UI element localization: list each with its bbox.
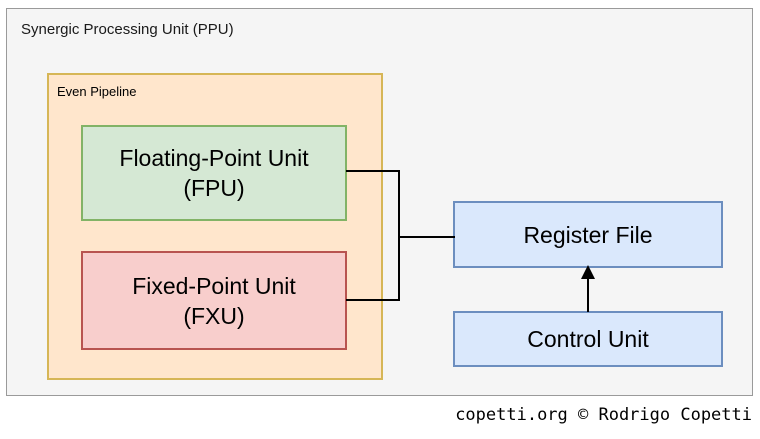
connector-fxu-to-register-file (346, 299, 400, 301)
connector-vertical-junction (398, 170, 400, 301)
even-pipeline-group-title: Even Pipeline (57, 84, 137, 99)
floating-point-unit-label-line1: Floating-Point Unit (119, 145, 309, 171)
control-unit-box: Control Unit (453, 311, 723, 367)
arrow-control-unit-to-register-file-head (581, 265, 595, 279)
floating-point-unit-box: Floating-Point Unit (FPU) (81, 125, 347, 221)
fixed-point-unit-label-line2: (FXU) (183, 302, 245, 329)
footer-credit: copetti.org © Rodrigo Copetti (455, 405, 752, 425)
floating-point-unit-label-line2: (FPU) (183, 175, 245, 201)
connector-fpu-to-register-file (346, 170, 400, 172)
fixed-point-unit-label-line1: Fixed-Point Unit (132, 272, 296, 299)
ppu-group-title: Synergic Processing Unit (PPU) (21, 21, 234, 38)
fixed-point-unit-box: Fixed-Point Unit (FXU) (81, 251, 347, 350)
register-file-box: Register File (453, 201, 723, 268)
control-unit-label: Control Unit (527, 326, 649, 352)
connector-junction-to-register-file (398, 236, 455, 238)
arrow-control-unit-to-register-file-shaft (587, 277, 589, 312)
ppu-group-box: Synergic Processing Unit (PPU) Even Pipe… (6, 8, 753, 396)
register-file-label: Register File (523, 221, 653, 248)
